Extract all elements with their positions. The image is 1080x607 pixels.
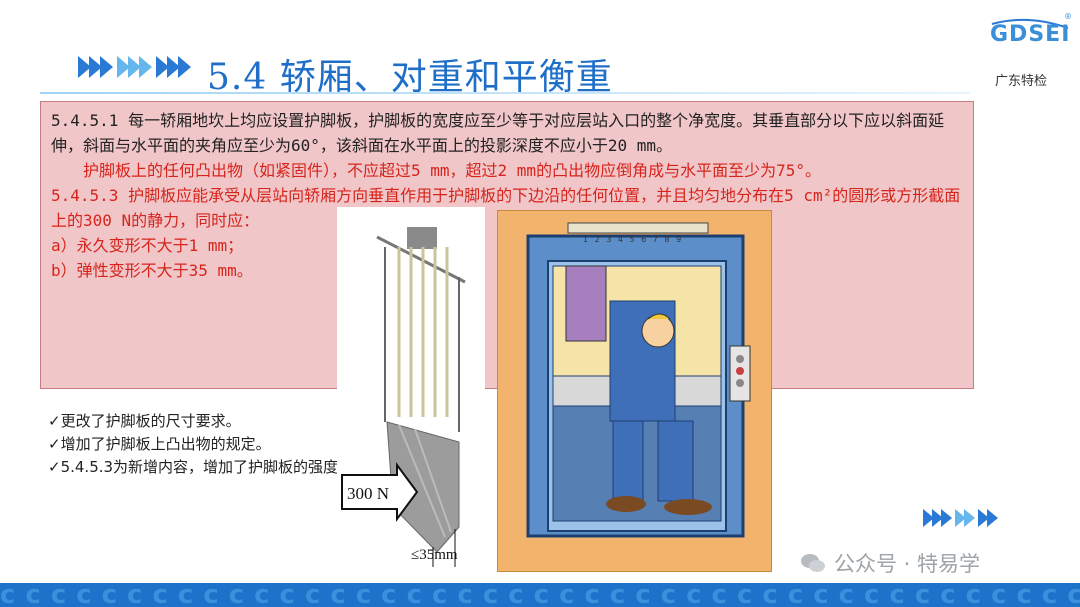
note-item: ✓5.4.5.3为新增内容，增加了护脚板的强度要求。: [48, 458, 384, 476]
note-item: ✓增加了护脚板上凸出物的规定。: [48, 435, 271, 453]
next-chevron-icon: [923, 509, 998, 527]
change-notes: ✓更改了护脚板的尺寸要求。 ✓增加了护脚板上凸出物的规定。 ✓5.4.5.3为新…: [48, 410, 383, 479]
gdsei-logo: [991, 18, 1069, 29]
page-title: 5.4 轿厢、对重和平衡重: [207, 57, 613, 98]
clause-5-4-5-1: 5.4.5.1 每一轿厢地坎上均应设置护脚板，护脚板的宽度应至少等于对应层站入口…: [51, 111, 945, 155]
clause-protrusion: 护脚板上的任何凸出物（如紧固件），不应超过5 mm，超过2 mm的凸出物应倒角成…: [83, 161, 821, 180]
elevator-cartoon: 1 2 3 4 5 6 7 8 9: [497, 210, 772, 572]
clause-item-b: b）弹性变形不大于35 mm。: [51, 261, 253, 280]
watermark-text: 公众号 · 特易学: [834, 552, 981, 576]
watermark: 公众号 · 特易学: [800, 548, 980, 578]
note-item: ✓更改了护脚板的尺寸要求。: [48, 412, 241, 430]
toe-guard-drawing: [341, 227, 466, 567]
registered-mark: ®: [1064, 12, 1072, 21]
footer-bar: [0, 583, 1080, 607]
wechat-icon: [801, 554, 825, 572]
title-underline: [40, 92, 970, 94]
brand-subtitle: 广东特检: [995, 74, 1048, 89]
floor-indicator: 1 2 3 4 5 6 7 8 9: [583, 235, 684, 244]
clause-5-4-5-3: 5.4.5.3 护脚板应能承受从层站向轿厢方向垂直作用于护脚板的下边沿的任何位置…: [51, 186, 961, 230]
clause-item-a: a）永久变形不大于1 mm；: [51, 236, 244, 255]
title-chevron-icon: [78, 56, 191, 78]
brand-logo-text: GDSEI: [990, 22, 1071, 47]
force-label: 300 N: [347, 484, 390, 503]
footer-pattern: cccccccccccccccccccccccccccccccccccccccc…: [0, 583, 1080, 607]
elevator-illustration: [526, 222, 751, 538]
toe-guard-diagram: 300 N ≤35mm: [337, 207, 485, 572]
deflection-label: ≤35mm: [411, 547, 458, 563]
